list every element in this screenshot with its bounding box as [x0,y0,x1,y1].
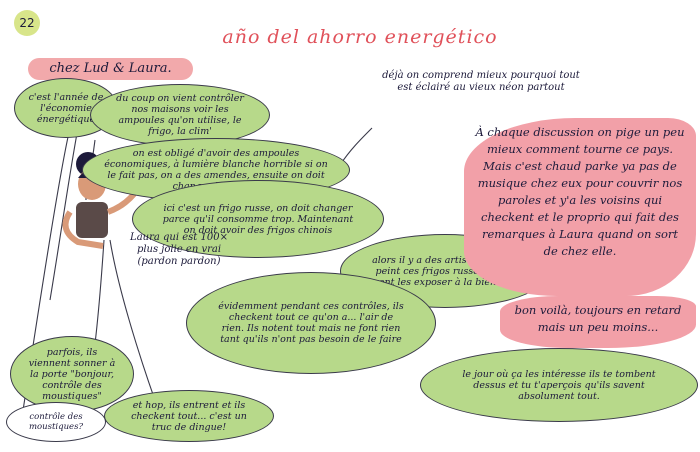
speech-bubble-9: le jour où ça les intéresse ils te tombe… [420,348,698,422]
arm-right [106,192,137,215]
speech-bubble-4: ici c'est un frigo russe, on doit change… [132,180,384,258]
note-neon: déjà on comprend mieux pourquoi tout est… [382,70,580,93]
speech-bubble-question: contrôle des moustiques? [6,402,106,442]
narration-block: À chaque discussion on pige un peu mieux… [464,118,696,296]
speech-bubble-7: parfois, ils viennent sonner à la porte … [10,336,134,412]
arm-left [62,210,104,249]
location-tag: chez Lud & Laura. [28,58,193,80]
narration-small: bon voilà, toujours en retard mais un pe… [500,296,696,348]
speech-bubble-6: évidemment pendant ces contrôles, ils ch… [186,272,436,374]
speech-bubble-8: et hop, ils entrent et ils checkent tout… [104,390,274,442]
note-laura: Laura qui est 100× plus jolie en vrai (p… [130,232,228,267]
page-number-badge: 22 [14,10,40,36]
speech-bubble-2: du coup on vient contrôler nos maisons v… [90,84,270,146]
page-title: año del ahorro energético [222,26,498,48]
tank-top [76,202,108,238]
